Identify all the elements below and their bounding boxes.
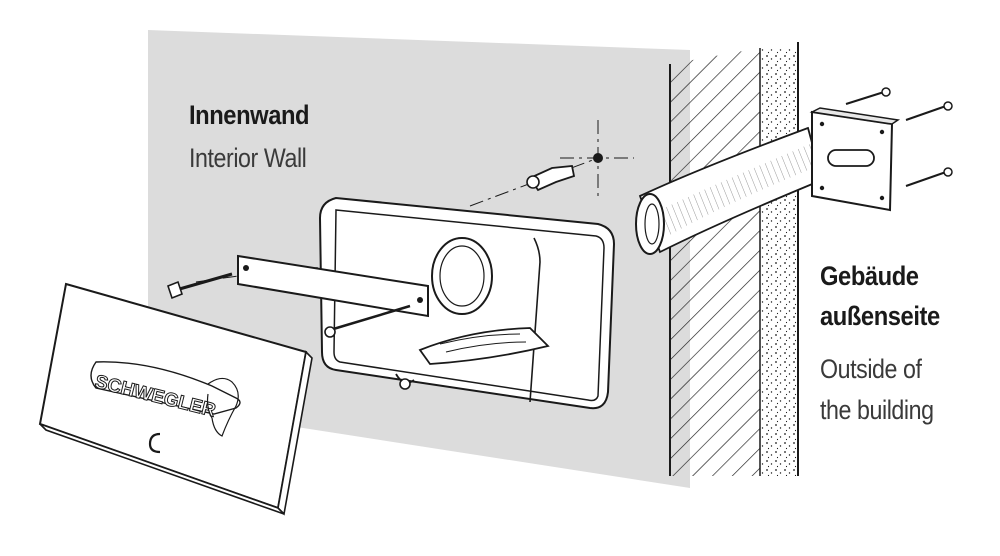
interior-wall-label-de: Innenwand [189, 100, 310, 130]
exterior-wall [669, 42, 799, 476]
exterior-label-de-line1: Gebäude [820, 261, 919, 291]
plate-screws [845, 87, 953, 187]
exterior-label-en-line1: Outside of [820, 354, 922, 384]
exterior-label-de-line2: außenseite [820, 301, 940, 331]
exterior-label-en-line2: the building [820, 395, 934, 425]
mounting-plate [809, 107, 901, 212]
nest-box [318, 196, 616, 410]
mounting-bar [237, 254, 429, 338]
interior-wall-label-en: Interior Wall [189, 143, 307, 173]
front-panel: SCHWEGLER [38, 282, 313, 516]
bar-screw [167, 272, 233, 300]
through-wall-tube [635, 126, 824, 255]
wall-anchor [526, 153, 603, 192]
